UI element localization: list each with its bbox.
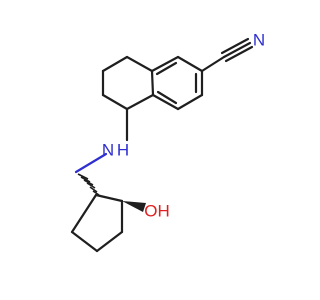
- bond-ring-5: [70, 193, 98, 234]
- bond-sat-2: [101, 55, 129, 73]
- bond-n-ch2: [74, 152, 108, 174]
- molecule-structure-diagram: N H N OH: [70, 31, 265, 253]
- bond-aromatic-6: [151, 93, 180, 111]
- amine-linker: H N: [74, 107, 129, 174]
- bond-sat-4: [101, 93, 129, 111]
- saturated-ring: [101, 55, 155, 111]
- bond-triple-1: [222, 41, 252, 59]
- bold-wedge-bond: [122, 201, 146, 212]
- aromatic-ring: [150, 55, 204, 111]
- amine-nitrogen-label: N: [102, 141, 114, 160]
- bond-triple-2: [220, 37, 250, 55]
- amine-hydrogen-label: H: [117, 141, 129, 160]
- hashed-wedge-bond: [77, 173, 100, 196]
- bond-aromatic-2: [150, 55, 180, 73]
- nitrile-group: N: [200, 31, 265, 73]
- bond-aromatic-5: [176, 93, 204, 111]
- cyclopentane-ring: OH: [70, 173, 170, 253]
- bond-aromatic-3: [176, 55, 204, 73]
- bond-sat-5: [125, 93, 155, 111]
- bond-ring-4: [70, 230, 99, 253]
- bond-aromatic-1: [150, 69, 155, 97]
- bond-triple-3: [224, 45, 254, 63]
- bond-nitrile-stem: [200, 55, 226, 73]
- nitrile-nitrogen-label: N: [253, 31, 265, 50]
- bond-aromatic-2-inner: [155, 61, 178, 76]
- bond-ring-1: [94, 193, 124, 203]
- bond-aromatic-6-inner: [156, 90, 178, 105]
- hydroxyl-label: OH: [144, 202, 170, 221]
- bond-ring-3: [95, 230, 124, 253]
- bond-sat-1: [125, 55, 154, 73]
